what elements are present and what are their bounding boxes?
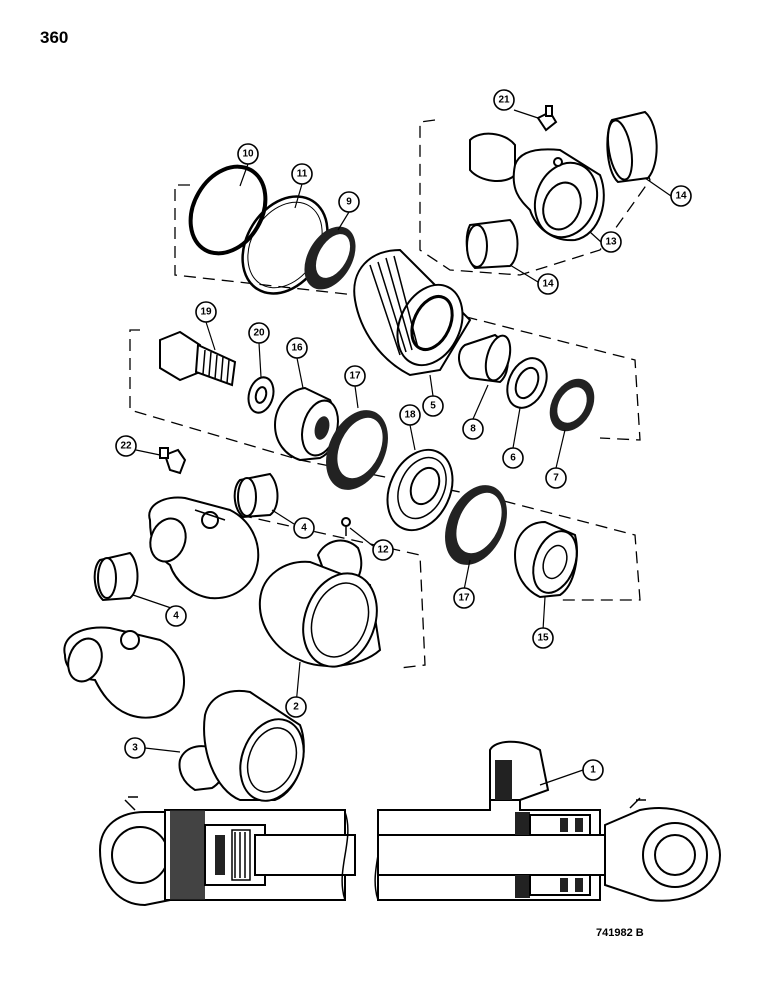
part-15-bearing [513,520,578,599]
callout-label: 17 [458,593,470,604]
callout-14b: 14 [537,273,559,295]
callout-14a: 14 [670,185,692,207]
part-8-bushing [458,333,512,384]
callout-9: 9 [338,191,360,213]
part-17-piston-seal-upper [326,410,388,490]
callout-label: 3 [132,743,138,754]
part-17-piston-seal-lower [445,485,507,565]
part-12-screw [341,517,351,536]
part-4-bushing-upper [233,472,279,519]
callout-21: 21 [493,89,515,111]
part-16-piston-nut [273,386,339,462]
callout-label: 15 [537,633,549,644]
callout-label: 18 [404,410,416,421]
callout-17b: 17 [453,587,475,609]
part-4-bushing-lower [93,551,139,602]
callout-label: 2 [293,702,299,713]
callout-20: 20 [248,322,270,344]
part-5-gland [353,248,472,377]
callout-label: 14 [675,191,687,202]
callout-label: 17 [349,371,361,382]
part-6-wiper [506,357,548,409]
callout-18: 18 [399,404,421,426]
callout-22: 22 [115,435,137,457]
callout-label: 13 [605,237,617,248]
callout-8: 8 [462,418,484,440]
part-cylinder-eye-lower [63,626,185,719]
callout-label: 8 [470,424,476,435]
callout-15: 15 [532,627,554,649]
part-19-bolt [159,330,237,387]
part-20-washer [247,376,275,414]
callout-16: 16 [286,337,308,359]
part-18-piston [386,448,454,532]
callout-label: 12 [377,545,389,556]
callout-label: 20 [253,328,265,339]
callout-label: 22 [120,441,132,452]
callout-label: 14 [542,279,554,290]
callout-4a: 4 [293,517,315,539]
callout-label: 16 [291,343,303,354]
callout-label: 10 [242,149,254,160]
callout-label: 1 [590,765,596,776]
callout-17a: 17 [344,365,366,387]
part-14-bushing-upper [606,110,658,184]
callout-12: 12 [372,539,394,561]
drawing-code: 741982 B [596,927,644,939]
callout-label: 21 [498,95,510,106]
callout-2: 2 [285,696,307,718]
callout-label: 5 [430,401,436,412]
callout-4b: 4 [165,605,187,627]
callout-label: 4 [173,611,179,622]
part-13-rod-eye [469,132,605,242]
part-3-barrel [178,690,305,802]
callout-11: 11 [291,163,313,185]
callout-19: 19 [195,301,217,323]
callout-label: 19 [200,307,212,318]
group-outline-rod-end [419,119,651,276]
part-7-seal [549,378,595,432]
callout-label: 7 [553,473,559,484]
callout-3: 3 [124,737,146,759]
leader-lines [132,109,672,786]
part-14-bushing-lower [465,218,519,270]
callout-5: 5 [422,395,444,417]
callout-label: 9 [346,197,352,208]
callout-label: 4 [301,523,307,534]
group-outline-barrel-end [239,514,426,669]
part-9-seal [304,226,356,290]
page-number: 360 [40,28,69,47]
callout-6: 6 [502,447,524,469]
callout-10: 10 [237,143,259,165]
callout-label: 11 [297,169,308,180]
callout-7: 7 [545,467,567,489]
part-22-elbow-fitting [159,447,187,475]
part-2-barrel-head [258,539,382,668]
part-21-grease-fitting [536,105,558,132]
callout-1: 1 [582,759,604,781]
callout-label: 6 [510,453,516,464]
part-1-cylinder-assembly [98,740,722,907]
part-cylinder-eye-upper [148,496,260,600]
callout-13: 13 [600,231,622,253]
